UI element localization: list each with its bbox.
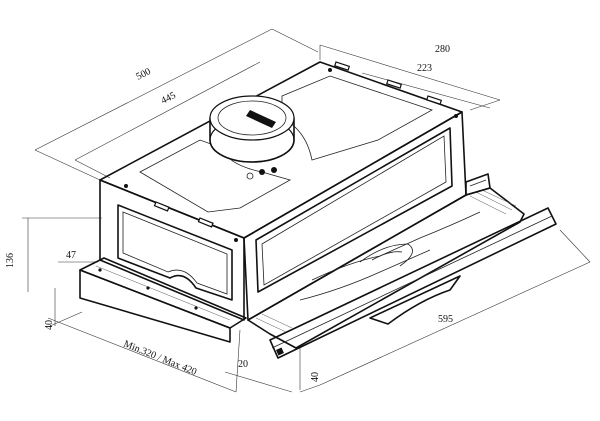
dimension-lines xyxy=(22,28,591,393)
hood-body xyxy=(99,61,467,321)
dim-595-label: 595 xyxy=(438,314,453,325)
slide-out-visor xyxy=(247,173,557,359)
mounting-frame xyxy=(79,257,247,343)
dim-445-label: 445 xyxy=(159,90,177,107)
visor-front-panel xyxy=(269,207,557,359)
left-side-window xyxy=(117,204,233,301)
dim-40-left-label: 40 xyxy=(44,320,55,330)
dim-500-label: 500 xyxy=(134,66,152,83)
hood-left-panel xyxy=(99,179,245,321)
dim-20-label: 20 xyxy=(238,359,248,370)
frame-front xyxy=(79,269,231,343)
dim-47-label: 47 xyxy=(66,250,76,261)
dim-223-label: 223 xyxy=(417,63,432,74)
screw-hole xyxy=(259,169,265,175)
dim-136-label: 136 xyxy=(5,253,16,268)
dim-280-label: 280 xyxy=(435,44,450,55)
dim-40-front-label: 40 xyxy=(310,372,321,382)
visor-handle xyxy=(369,275,461,325)
dim-min-max-label: Min.320 / Max 420 xyxy=(122,339,198,378)
screw-hole xyxy=(271,167,277,173)
top-raised-right xyxy=(281,75,433,161)
duct-collar xyxy=(209,95,295,163)
front-side-window xyxy=(255,127,453,293)
